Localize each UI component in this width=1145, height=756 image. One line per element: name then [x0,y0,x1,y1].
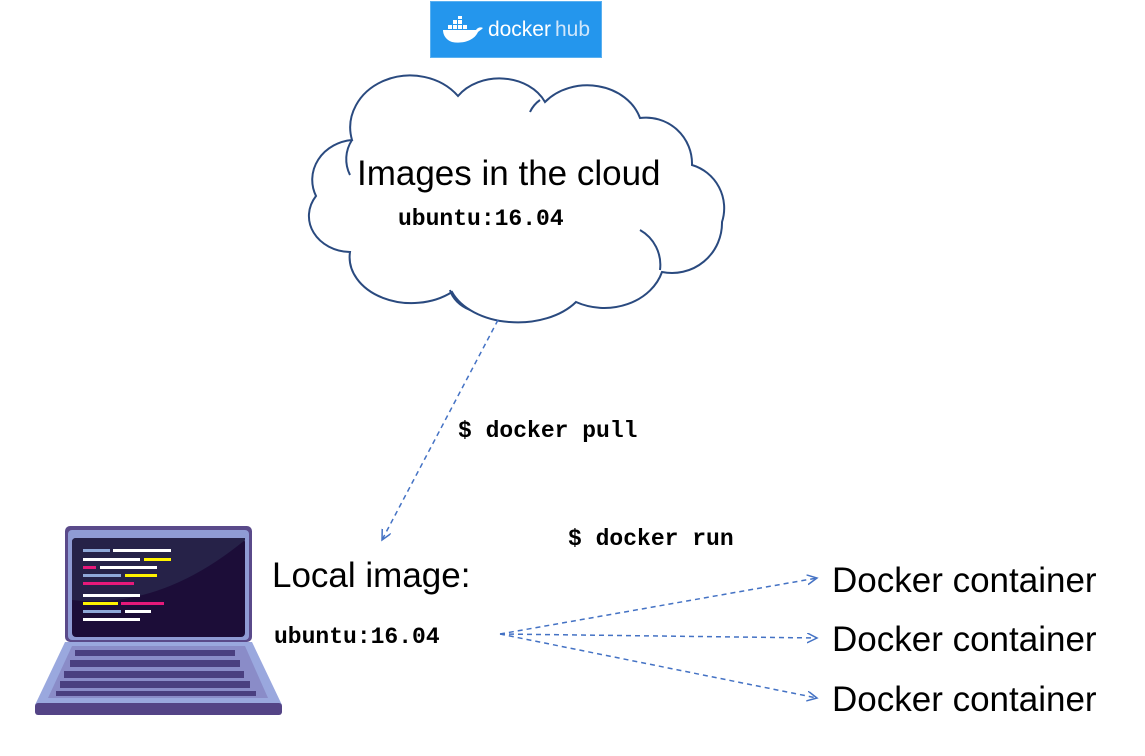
container-label-1: Docker container [832,561,1097,600]
pull-arrow [382,319,499,540]
laptop-icon [35,526,282,715]
cloud-image-name: ubuntu:16.04 [398,206,564,232]
cloud-title: Images in the cloud [357,154,661,193]
run-arrow-3 [499,633,817,698]
local-image-name: ubuntu:16.04 [274,624,440,650]
run-command: $ docker run [568,526,734,552]
logo-text-docker: docker [487,17,551,41]
logo-text-hub: hub [554,17,591,41]
container-label-3: Docker container [832,680,1097,719]
run-arrow-2 [499,634,817,638]
local-image-title: Local image: [272,556,471,595]
container-label-2: Docker container [832,620,1097,659]
cloud-shape [307,74,726,324]
docker-whale-icon [442,15,483,43]
run-arrow-1 [499,578,817,635]
pull-command: $ docker pull [458,418,638,444]
